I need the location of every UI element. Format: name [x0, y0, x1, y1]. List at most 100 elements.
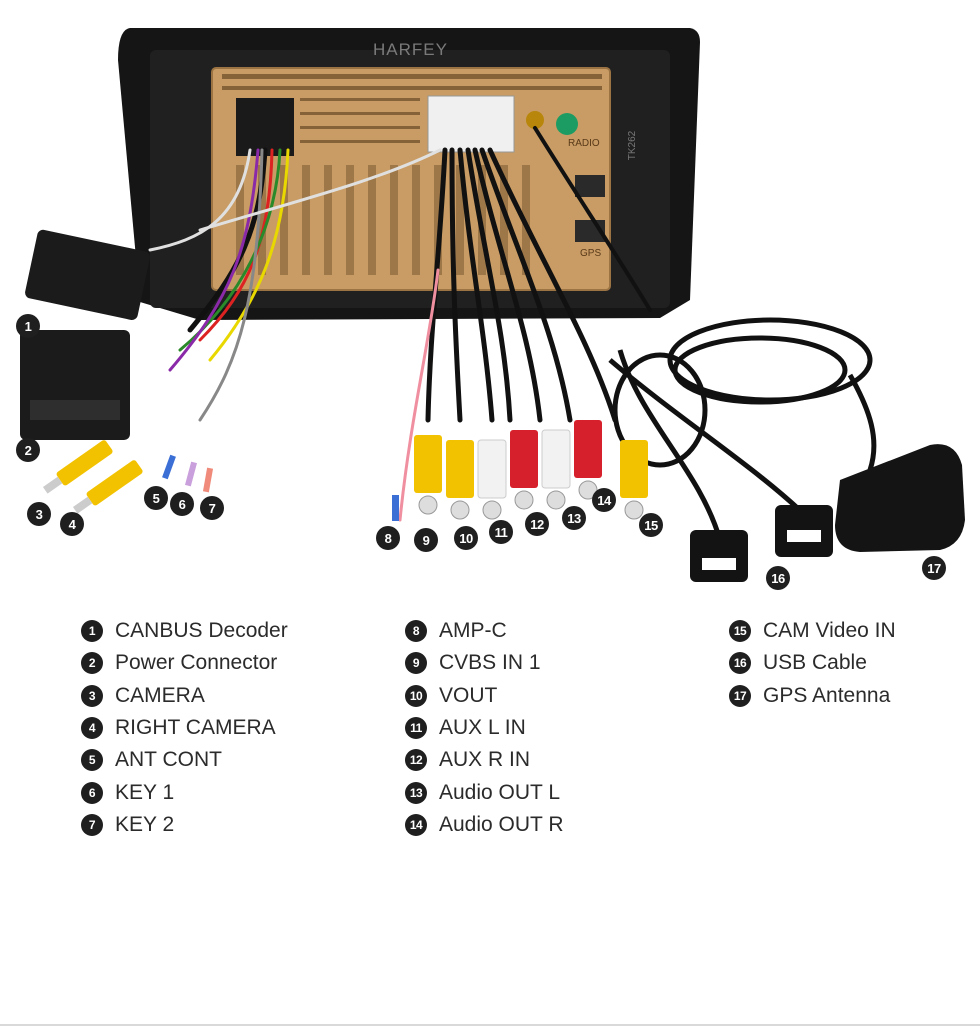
legend-item: 11 AUX L IN [405, 712, 564, 744]
wire-bundle-center [398, 126, 652, 522]
legend-badge: 14 [405, 813, 427, 836]
legend-column-3: 15 CAM Video IN 16 USB Cable 17 GPS Antenna [729, 615, 896, 712]
legend-badge: 4 [81, 717, 103, 740]
key1-wire-tip [184, 461, 198, 487]
product-photo: HARFEY RADIO GPS TK262 1 2 3 4 5 6 7 8 9… [16, 28, 965, 590]
rca-plug-audio-out-l [541, 429, 571, 489]
legend-label: RIGHT CAMERA [115, 716, 276, 740]
callout-badge-13: 13 [562, 506, 586, 530]
legend-badge: 8 [405, 620, 427, 643]
legend-label: CAM Video IN [763, 619, 896, 643]
legend-item: 16 USB Cable [729, 647, 896, 679]
legend-item: 6 KEY 1 [81, 776, 288, 808]
canbus-decoder-plug [25, 229, 150, 320]
legend-label: KEY 2 [115, 812, 175, 836]
legend-item: 8 AMP-C [405, 615, 564, 647]
legend-label: CVBS IN 1 [439, 651, 541, 675]
legend-label: CAMERA [115, 683, 205, 707]
main-harness-socket [236, 98, 294, 156]
legend-item: 2 Power Connector [81, 647, 288, 679]
legend-label: Audio OUT R [439, 812, 564, 836]
brand-watermark: HARFEY [373, 40, 448, 59]
legend-item: 15 CAM Video IN [729, 615, 896, 647]
rca-row [414, 420, 648, 520]
callout-badge-3: 3 [27, 502, 51, 526]
legend-badge: 3 [81, 684, 103, 707]
legend-item: 14 Audio OUT R [405, 809, 564, 841]
legend-item: 17 GPS Antenna [729, 680, 896, 712]
radio-antenna-socket [526, 111, 544, 129]
wire-bundle-left [148, 147, 442, 422]
radio-port-label: RADIO [568, 138, 600, 149]
rca-plug-cam-video-in [620, 440, 648, 498]
legend-item: 5 ANT CONT [81, 744, 288, 776]
callout-badge-10: 10 [454, 526, 478, 550]
rca-right-camera-plug [72, 460, 143, 514]
legend-item: 9 CVBS IN 1 [405, 647, 564, 679]
av-socket [427, 95, 515, 153]
legend-label: KEY 1 [115, 780, 175, 804]
rca-camera-plug [42, 440, 113, 494]
legend-label: GPS Antenna [763, 683, 891, 707]
callout-badge-12: 12 [525, 512, 549, 536]
rca-plug-cvbs-in-1 [414, 435, 442, 493]
gps-cable-coil [667, 317, 877, 471]
gps-antenna-puck [835, 444, 965, 552]
legend-item: 7 KEY 2 [81, 809, 288, 841]
side-port [575, 175, 605, 197]
legend-label: AUX R IN [439, 748, 531, 772]
power-connector-plug [20, 330, 130, 440]
callout-badge-9: 9 [414, 528, 438, 552]
legend-label: AMP-C [439, 619, 507, 643]
legend-label: Power Connector [115, 651, 278, 675]
usb-plug-1 [690, 530, 748, 582]
rca-plug-aux-r-in [510, 430, 538, 488]
footer-divider [0, 1024, 980, 1026]
gps-port-label: GPS [580, 248, 602, 259]
radio-wiring-illustration [20, 28, 965, 582]
ant-cont-wire-tip [162, 454, 176, 480]
callout-badge-5: 5 [144, 486, 168, 510]
gps-socket [556, 113, 578, 135]
callout-badge-15: 15 [639, 513, 663, 537]
callout-badge-14: 14 [592, 488, 616, 512]
rca-plug-vout [446, 440, 474, 498]
callout-badge-16: 16 [766, 566, 790, 590]
legend-badge: 6 [81, 781, 103, 804]
legend-badge: 2 [81, 652, 103, 675]
legend-badge: 16 [729, 652, 751, 675]
rca-plug-audio-out-r [574, 420, 602, 478]
legend-item: 12 AUX R IN [405, 744, 564, 776]
legend-item: 3 CAMERA [81, 680, 288, 712]
usb-cable-coil [608, 349, 812, 541]
rca-plug-aux-l-in [477, 439, 507, 499]
legend-badge: 15 [729, 620, 751, 643]
legend-badge: 5 [81, 749, 103, 772]
amp-c-wire-tip [392, 495, 399, 521]
legend-badge: 12 [405, 749, 427, 772]
callout-badge-17: 17 [922, 556, 946, 580]
model-code-label: TK262 [627, 130, 639, 161]
key2-wire-tip [202, 467, 214, 493]
legend-badge: 9 [405, 652, 427, 675]
legend-badge: 13 [405, 781, 427, 804]
legend-badge: 7 [81, 813, 103, 836]
callout-badge-6: 6 [170, 492, 194, 516]
legend-label: VOUT [439, 683, 498, 707]
callout-badge-7: 7 [200, 496, 224, 520]
vent-slots [222, 74, 602, 143]
callout-badge-1: 1 [16, 314, 40, 338]
legend-badge: 11 [405, 717, 427, 740]
legend-label: USB Cable [763, 651, 867, 675]
callout-badge-2: 2 [16, 438, 40, 462]
legend-badge: 17 [729, 684, 751, 707]
callout-badge-11: 11 [489, 520, 513, 544]
legend-label: AUX L IN [439, 716, 526, 740]
legend-label: ANT CONT [115, 748, 222, 772]
